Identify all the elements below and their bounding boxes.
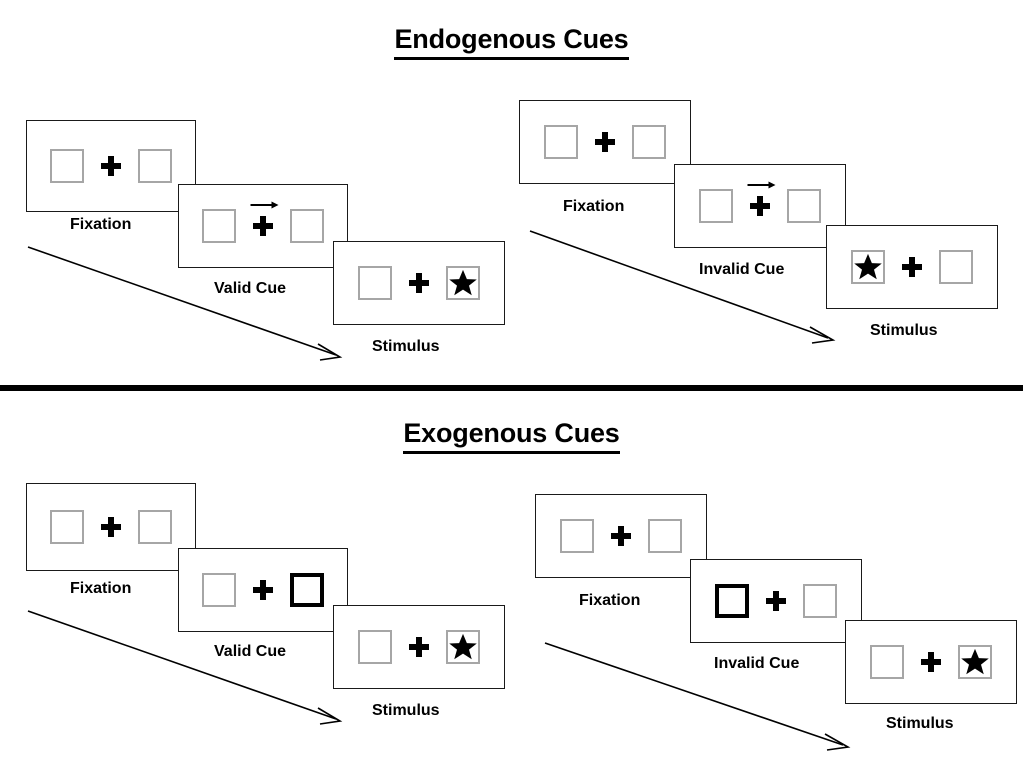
fixation-cross-icon [921, 652, 941, 672]
placeholder-box-left [560, 519, 594, 553]
time-flow-arrow-icon [544, 642, 851, 751]
placeholder-box-left [358, 630, 392, 664]
placeholder-box-right-with-target [446, 266, 480, 300]
frame-exogenous-valid-fixation [26, 483, 196, 571]
fixation-cross-icon [253, 216, 273, 236]
arrow-right-cue-icon [250, 201, 279, 209]
fixation-cross-icon [766, 591, 786, 611]
frame-endogenous-invalid-fixation [519, 100, 691, 184]
fixation-cross-icon [595, 132, 615, 152]
star-target-icon [449, 633, 477, 660]
caption-exogenous-valid-stimulus: Stimulus [372, 702, 440, 719]
frame-exogenous-valid-cue [178, 548, 348, 632]
time-flow-arrow-icon [27, 610, 343, 725]
frame-exogenous-invalid-stimulus [845, 620, 1017, 704]
fixation-cross-icon [409, 273, 429, 293]
center-column [98, 517, 124, 537]
frame-endogenous-invalid-stimulus [826, 225, 998, 309]
placeholder-box-left [202, 209, 236, 243]
placeholder-box-right [803, 584, 837, 618]
caption-endogenous-invalid-fixation: Fixation [563, 198, 625, 215]
placeholder-box-right [939, 250, 973, 284]
fixation-cross-icon [409, 637, 429, 657]
fixation-cross-icon [902, 257, 922, 277]
time-flow-arrow-icon [27, 246, 343, 361]
placeholder-box-right [290, 209, 324, 243]
frame-endogenous-valid-stimulus [333, 241, 505, 325]
fixation-cross-icon [101, 517, 121, 537]
center-column [747, 181, 776, 216]
section-title-endogenous: Endogenous Cues [0, 24, 1023, 60]
star-target-icon [961, 648, 989, 675]
caption-endogenous-invalid-cue: Invalid Cue [699, 261, 785, 278]
caption-exogenous-valid-fixation: Fixation [70, 580, 132, 597]
frame-exogenous-valid-stimulus [333, 605, 505, 689]
placeholder-box-left [544, 125, 578, 159]
placeholder-box-left [50, 510, 84, 544]
placeholder-box-right [632, 125, 666, 159]
star-target-icon [449, 269, 477, 296]
section-title-exogenous: Exogenous Cues [0, 418, 1023, 454]
fixation-cross-icon [253, 580, 273, 600]
placeholder-box-left [358, 266, 392, 300]
frame-endogenous-invalid-cue [674, 164, 846, 248]
placeholder-box-left [202, 573, 236, 607]
placeholder-box-right-with-target [446, 630, 480, 664]
caption-endogenous-valid-stimulus: Stimulus [372, 338, 440, 355]
placeholder-box-right [648, 519, 682, 553]
placeholder-box-right [787, 189, 821, 223]
section-title-endogenous-text: Endogenous Cues [394, 24, 629, 60]
placeholder-box-right [138, 510, 172, 544]
caption-exogenous-invalid-stimulus: Stimulus [886, 715, 954, 732]
section-divider [0, 385, 1023, 391]
caption-endogenous-valid-cue: Valid Cue [214, 280, 287, 297]
fixation-cross-icon [611, 526, 631, 546]
placeholder-box-left [50, 149, 84, 183]
center-column [608, 526, 634, 546]
frame-endogenous-valid-fixation [26, 120, 196, 212]
section-title-exogenous-text: Exogenous Cues [403, 418, 620, 454]
placeholder-box-left [699, 189, 733, 223]
center-column [250, 580, 276, 600]
caption-exogenous-invalid-fixation: Fixation [579, 592, 641, 609]
fixation-cross-icon [101, 156, 121, 176]
arrow-right-cue-icon [747, 181, 776, 189]
center-column [763, 591, 789, 611]
center-column [406, 637, 432, 657]
placeholder-box-right-with-target [958, 645, 992, 679]
caption-exogenous-invalid-cue: Invalid Cue [714, 655, 800, 672]
placeholder-box-left-cued [715, 584, 749, 618]
caption-endogenous-invalid-stimulus: Stimulus [870, 322, 938, 339]
frame-exogenous-invalid-cue [690, 559, 862, 643]
placeholder-box-left [870, 645, 904, 679]
center-column [250, 201, 279, 236]
center-column [899, 257, 925, 277]
caption-exogenous-valid-cue: Valid Cue [214, 643, 287, 660]
time-flow-arrow-icon [529, 230, 836, 344]
placeholder-box-right [138, 149, 172, 183]
caption-endogenous-valid-fixation: Fixation [70, 216, 132, 233]
placeholder-box-right-cued [290, 573, 324, 607]
center-column [98, 156, 124, 176]
frame-exogenous-invalid-fixation [535, 494, 707, 578]
placeholder-box-left-with-target [851, 250, 885, 284]
center-column [406, 273, 432, 293]
frame-endogenous-valid-cue [178, 184, 348, 268]
center-column [918, 652, 944, 672]
center-column [592, 132, 618, 152]
star-target-icon [854, 253, 882, 280]
fixation-cross-icon [750, 196, 770, 216]
